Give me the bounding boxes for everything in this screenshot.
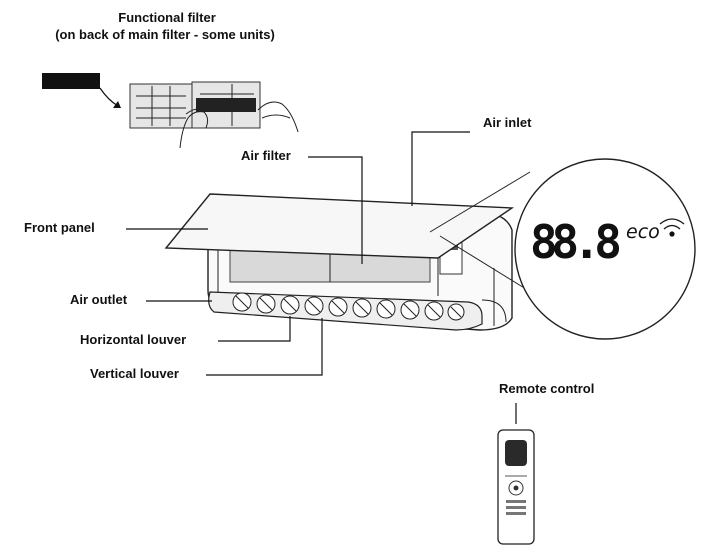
functional-filter-strip bbox=[42, 73, 100, 89]
display-readout: 88.8 eco bbox=[530, 215, 685, 269]
air-outlet-label: Air outlet bbox=[70, 292, 128, 307]
air-filter-label: Air filter bbox=[241, 148, 291, 163]
remote-control bbox=[497, 429, 535, 545]
functional-filter-subtitle: (on back of main filter - some units) bbox=[55, 27, 275, 42]
front-panel-label: Front panel bbox=[24, 220, 95, 235]
eco-indicator: eco bbox=[626, 221, 660, 243]
horizontal-louver-label: Horizontal louver bbox=[80, 332, 186, 347]
remote-screen bbox=[505, 440, 527, 466]
air-inlet-label: Air inlet bbox=[483, 115, 532, 130]
wifi-icon bbox=[659, 218, 685, 237]
vertical-louver-label: Vertical louver bbox=[90, 366, 179, 381]
louver-row bbox=[232, 292, 465, 321]
functional-filter-title: Functional filter bbox=[118, 10, 216, 25]
functional-filter-illustration bbox=[42, 73, 299, 149]
main-filter-frames bbox=[129, 81, 261, 129]
display-digits: 88.8 bbox=[530, 215, 622, 269]
display-zoom-circle bbox=[514, 158, 696, 340]
remote-control-label: Remote control bbox=[499, 381, 594, 396]
